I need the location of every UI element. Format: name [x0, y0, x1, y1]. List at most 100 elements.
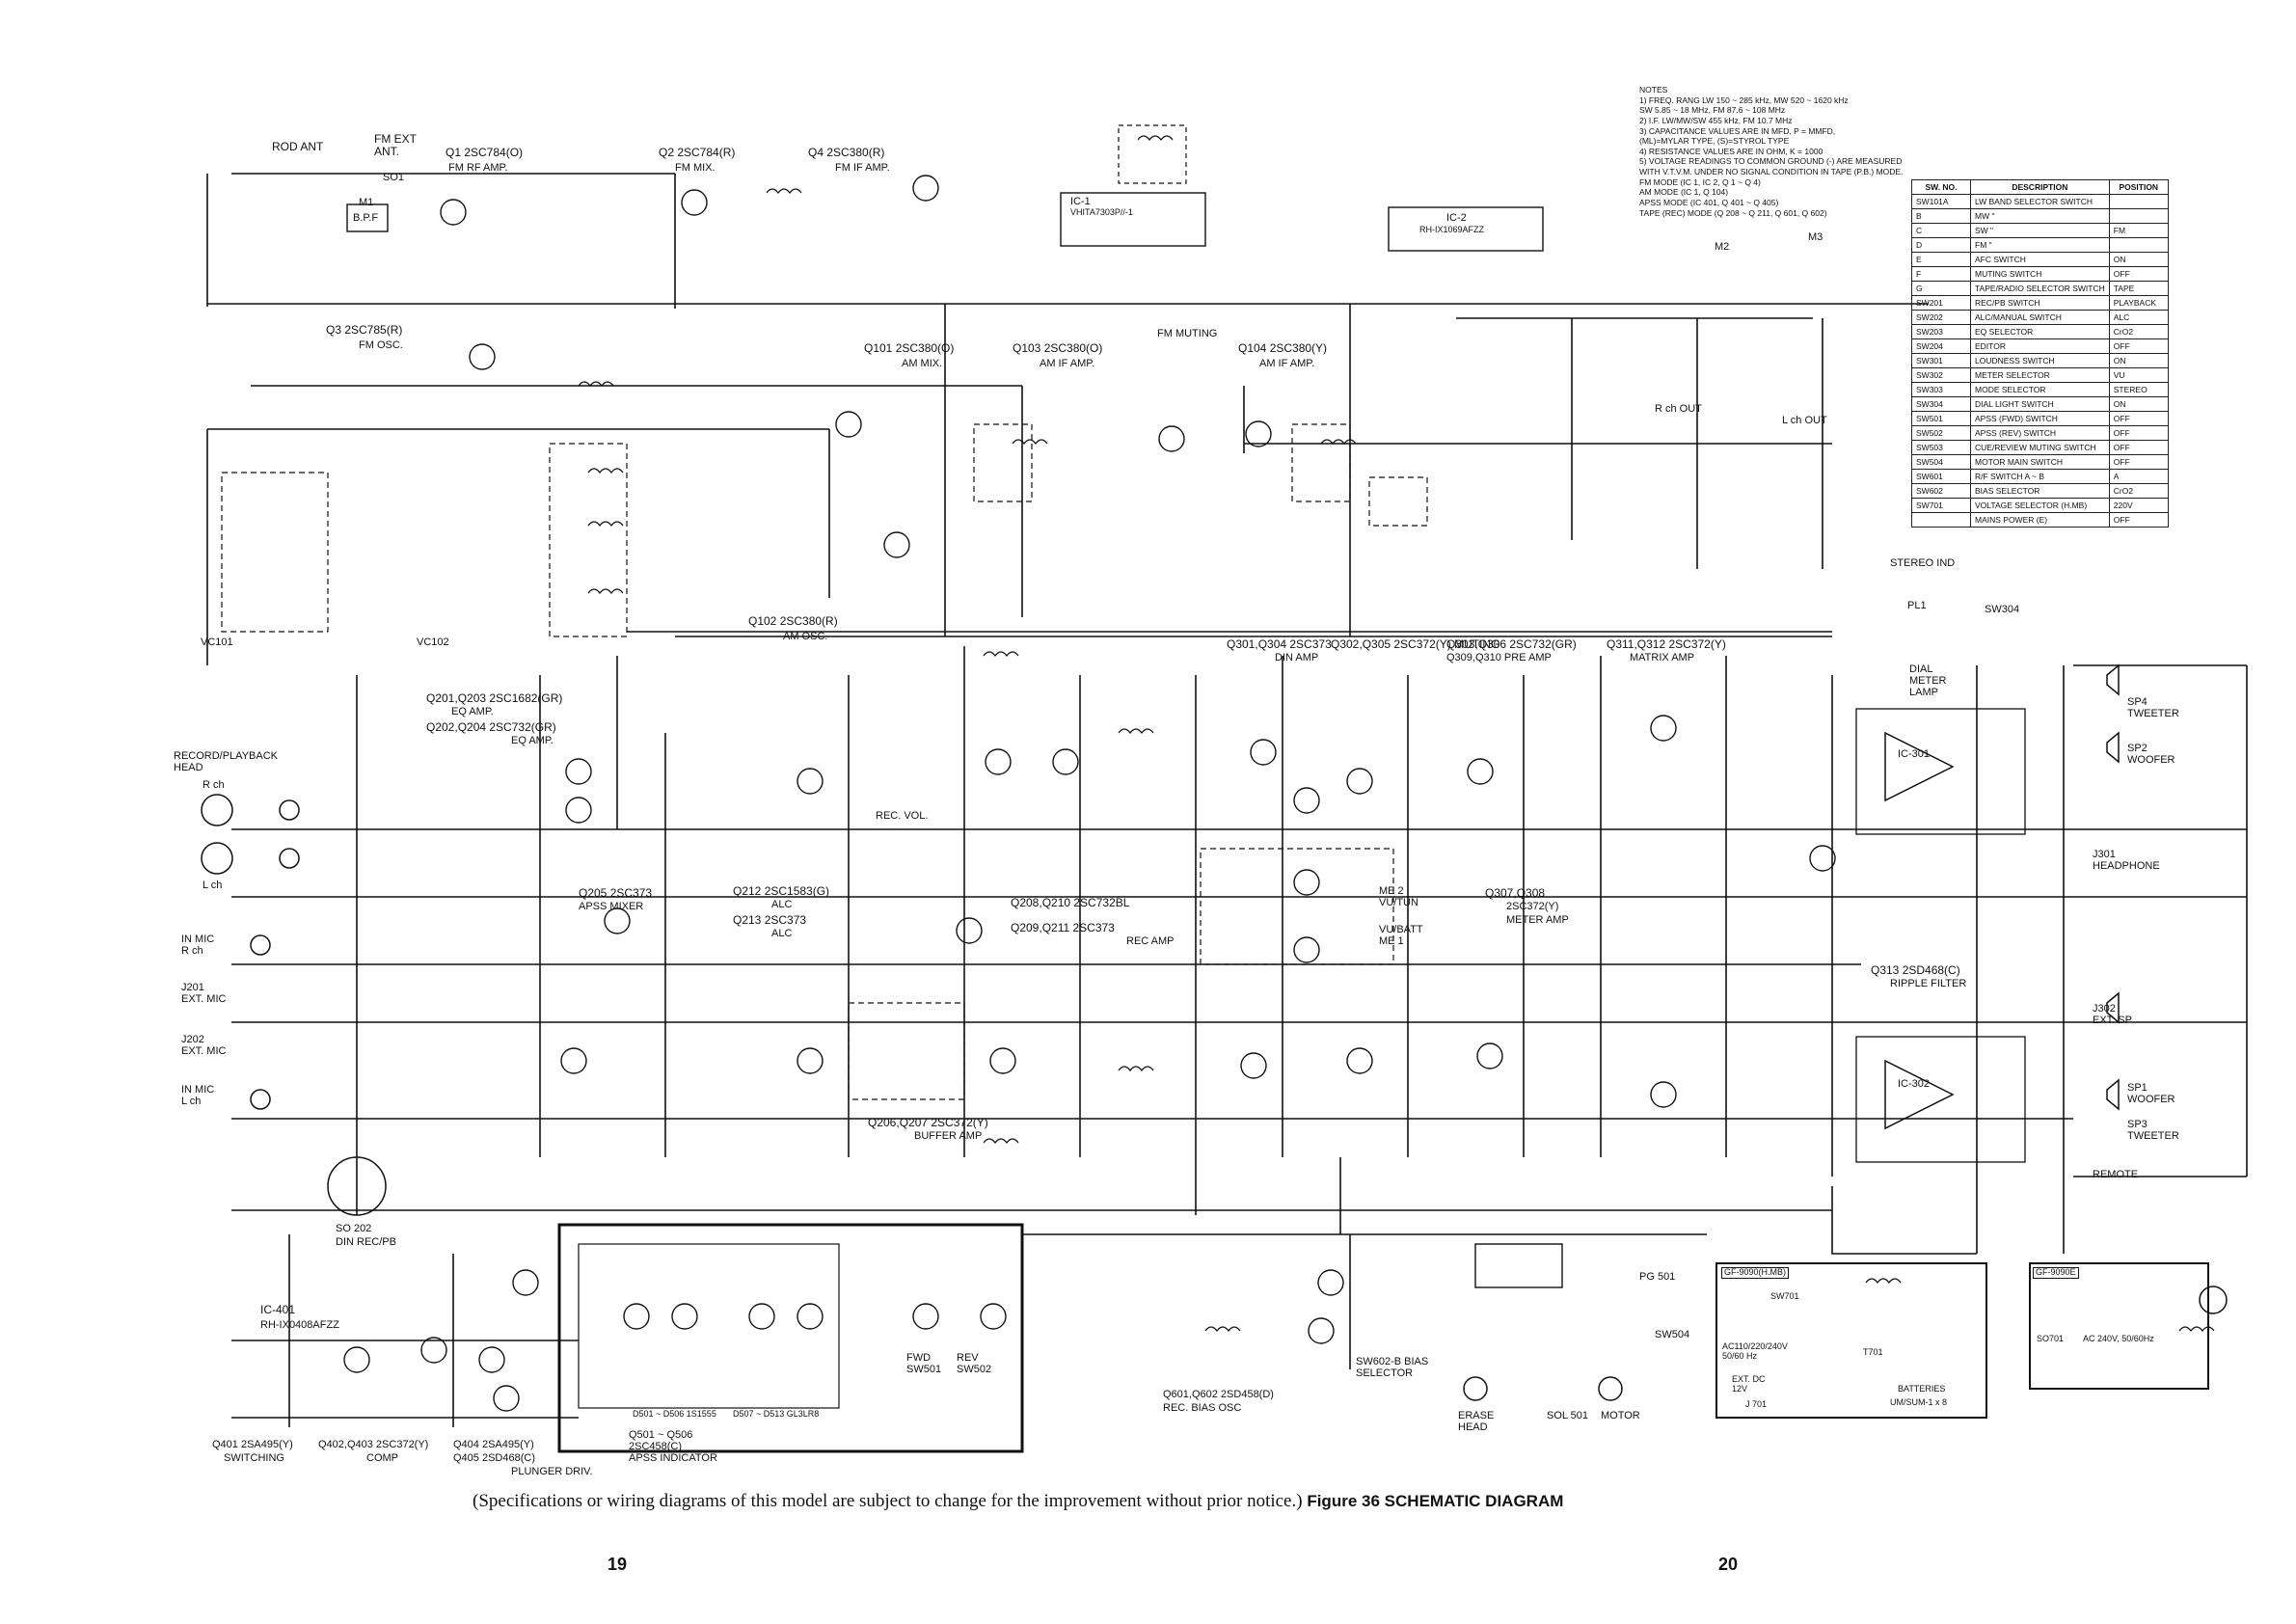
switch-description-cell: MUTING SWITCH: [1970, 266, 2110, 282]
motor-label: MOTOR: [1601, 1410, 1640, 1421]
q3-label: Q3 2SC785(R): [326, 323, 403, 337]
vc101-label: VC101: [201, 636, 233, 648]
d501-label: D501 ~ D506 1S1555: [633, 1409, 716, 1419]
sp3-label: SP3 TWEETER: [2127, 1119, 2179, 1143]
switch-number-cell: SW202: [1911, 310, 1971, 325]
notes-heading: NOTES: [1639, 85, 1668, 95]
q311-label: Q311,Q312 2SC372(Y): [1607, 637, 1726, 651]
switch-description-cell: METER SELECTOR: [1970, 367, 2110, 383]
notes-line: FM MODE (IC 1, IC 2, Q 1 ~ Q 4): [1639, 176, 1761, 187]
ic302-label: IC-302: [1898, 1078, 1931, 1090]
sw701-label: SW701: [1770, 1291, 1799, 1301]
switch-number-cell: SW601: [1911, 469, 1971, 484]
bias-selector-label: SW602-B BIAS SELECTOR: [1356, 1356, 1429, 1380]
switch-description-cell: FM ": [1970, 237, 2110, 253]
switch-number-cell: SW503: [1911, 440, 1971, 455]
switch-position-cell: 220V: [2108, 498, 2169, 513]
q313-function: RIPPLE FILTER: [1890, 978, 1967, 989]
header-cell: SW. NO.: [1911, 179, 1971, 195]
transistors: [343, 175, 1836, 1412]
notes-line: 5) VOLTAGE READINGS TO COMMON GROUND (-)…: [1639, 156, 1903, 167]
stereo-ind-label: STEREO IND: [1890, 557, 1956, 569]
switch-position-cell: ON: [2108, 353, 2169, 368]
switch-position-cell: OFF: [2108, 454, 2169, 470]
switch-number-cell: SW501: [1911, 411, 1971, 426]
switch-position-cell: VU: [2108, 367, 2169, 383]
q4-function: FM IF AMP.: [835, 162, 890, 174]
switch-position-cell: OFF: [2108, 440, 2169, 455]
switch-position-cell: FM: [2108, 223, 2169, 238]
switch-description-cell: MODE SELECTOR: [1970, 382, 2110, 397]
switch-position-cell: OFF: [2108, 411, 2169, 426]
me1-label: VU/BATT ME 1: [1379, 924, 1423, 948]
q212-label: Q212 2SC1583(G): [733, 884, 830, 898]
coils: [578, 135, 2215, 1332]
switch-position-cell: PLAYBACK: [2108, 295, 2169, 311]
page-number-right: 20: [1718, 1555, 1739, 1574]
pg501-label: PG 501: [1639, 1271, 1676, 1283]
q213-label: Q213 2SC373: [733, 913, 807, 927]
q104-label: Q104 2SC380(Y): [1238, 341, 1328, 355]
q3-function: FM OSC.: [359, 339, 403, 351]
q401-label: Q401 2SA495(Y): [212, 1439, 293, 1450]
d507-label: D507 ~ D513 GL3LR8: [733, 1409, 820, 1419]
switch-number-cell: B: [1911, 208, 1971, 224]
switch-number-cell: SW701: [1911, 498, 1971, 513]
rod-antenna-label: ROD ANT: [272, 140, 324, 153]
switch-description-cell: BIAS SELECTOR: [1970, 483, 2110, 499]
switch-number-cell: E: [1911, 252, 1971, 267]
switch-number-cell: SW201: [1911, 295, 1971, 311]
switch-number-cell: G: [1911, 281, 1971, 296]
ext-dc-label: EXT. DC 12V: [1732, 1374, 1766, 1394]
q209-function: REC AMP: [1126, 935, 1175, 947]
q402-label: Q402,Q403 2SC372(Y): [318, 1439, 429, 1450]
m3-label: M3: [1808, 231, 1823, 243]
switch-table-row: MAINS POWER (E)OFF: [1911, 512, 2169, 528]
switch-number-cell: D: [1911, 237, 1971, 253]
switch-number-cell: SW304: [1911, 396, 1971, 412]
switch-description-cell: SW ": [1970, 223, 2110, 238]
q102-function: AM OSC.: [783, 631, 828, 642]
switch-number-cell: SW101A: [1911, 194, 1971, 209]
switch-description-cell: APSS (FWD) SWITCH: [1970, 411, 2110, 426]
q501-part: 2SC458(C): [629, 1441, 683, 1452]
q307-function: METER AMP: [1506, 914, 1569, 926]
rch-label: R ch: [203, 779, 225, 791]
lch-label: L ch: [203, 880, 223, 891]
rev-label: REV SW502: [957, 1352, 992, 1376]
q2-label: Q2 2SC784(R): [659, 146, 736, 159]
lch-out-label: L ch OUT: [1782, 415, 1827, 426]
m2-label: M2: [1715, 241, 1730, 253]
so1-label: SO1: [383, 172, 405, 183]
ic301-label: IC-301: [1898, 748, 1931, 760]
q301-label: Q301,Q304 2SC373: [1227, 637, 1332, 651]
q405-function: PLUNGER DRIV.: [511, 1466, 593, 1477]
in-mic-r-label: IN MIC R ch: [181, 934, 215, 958]
t701-label: T701: [1863, 1347, 1883, 1357]
j201-label: J201 EXT. MIC: [181, 982, 227, 1006]
switch-description-cell: R/F SWITCH A ~ B: [1970, 469, 2110, 484]
switch-number-cell: SW301: [1911, 353, 1971, 368]
notes: NOTES 1) FREQ. RANG LW 150 ~ 285 kHz, MW…: [1639, 85, 1967, 218]
q209-label: Q209,Q211 2SC373: [1011, 921, 1115, 934]
q202-label: Q202,Q204 2SC732(GR): [426, 720, 556, 734]
q601-function: REC. BIAS OSC: [1163, 1402, 1242, 1414]
switch-number-cell: SW302: [1911, 367, 1971, 383]
switch-description-cell: ALC/MANUAL SWITCH: [1970, 310, 2110, 325]
switch-position-cell: CrO2: [2108, 483, 2169, 499]
model-e-label: GF-9090E: [2033, 1267, 2079, 1279]
wiring: [206, 124, 2248, 1453]
ic401-label: IC-401: [260, 1303, 296, 1316]
notes-line: AM MODE (IC 1, Q 104): [1639, 187, 1729, 198]
q601-label: Q601,Q602 2SD458(D): [1163, 1389, 1274, 1400]
j202-label: J202 EXT. MIC: [181, 1034, 227, 1058]
